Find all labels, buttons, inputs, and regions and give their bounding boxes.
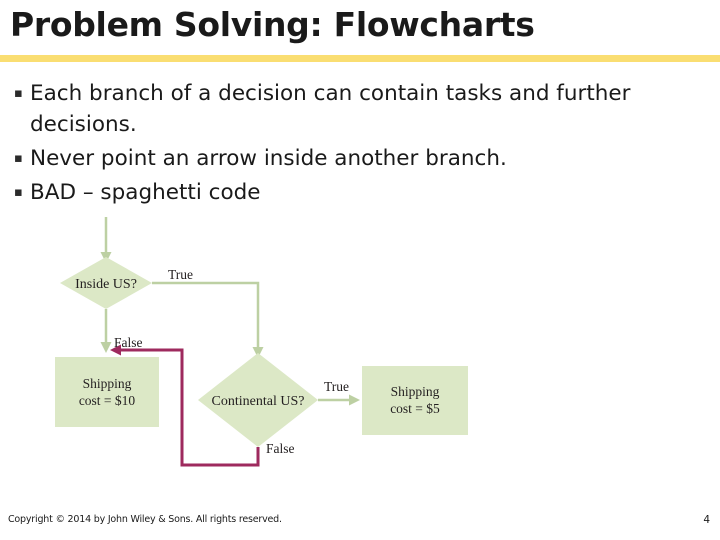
node-process-shipping-cost-10-line2: cost = $10 xyxy=(79,393,136,408)
node-process-shipping-cost-5: Shipping cost = $5 xyxy=(362,366,468,435)
edge-label-continental-us-false: False xyxy=(266,441,295,456)
bullet-list: ▪ Each branch of a decision can contain … xyxy=(8,78,708,211)
connector-inside-us-false xyxy=(100,309,112,353)
node-decision-continental-us-label: Continental US? xyxy=(212,394,305,409)
connector-entry-arrow xyxy=(100,217,112,263)
footer-copyright: Copyright © 2014 by John Wiley & Sons. A… xyxy=(8,514,282,525)
bullet-text: Never point an arrow inside another bran… xyxy=(30,146,507,171)
bullet-text: Each branch of a decision can contain ta… xyxy=(30,81,631,137)
node-decision-inside-us-label: Inside US? xyxy=(75,277,137,292)
node-decision-inside-us: Inside US? xyxy=(60,257,152,309)
list-item: ▪ Each branch of a decision can contain … xyxy=(8,78,708,140)
bullet-square-icon: ▪ xyxy=(14,185,23,200)
connector-continental-us-false-spaghetti xyxy=(110,344,260,467)
connector-continental-us-true xyxy=(318,394,360,406)
flowchart-diagram: Inside US? Continental US? Shipping cost… xyxy=(0,205,520,490)
title-divider-rule xyxy=(0,55,720,62)
node-process-shipping-cost-10-line1: Shipping xyxy=(83,376,132,391)
node-decision-continental-us: Continental US? xyxy=(198,353,318,447)
node-process-shipping-cost-10: Shipping cost = $10 xyxy=(55,357,159,427)
list-item: ▪ BAD – spaghetti code xyxy=(8,177,708,208)
bullet-square-icon: ▪ xyxy=(14,86,23,101)
edge-label-inside-us-true: True xyxy=(168,267,193,282)
node-process-shipping-cost-5-line2: cost = $5 xyxy=(390,401,440,416)
edge-label-continental-us-true: True xyxy=(324,379,349,394)
footer-page-number: 4 xyxy=(703,514,710,526)
node-process-shipping-cost-5-line1: Shipping xyxy=(391,384,440,399)
page-title: Problem Solving: Flowcharts xyxy=(10,5,535,44)
bullet-text: BAD – spaghetti code xyxy=(30,180,261,205)
connector-inside-us-true xyxy=(152,281,264,358)
edge-label-inside-us-false: False xyxy=(114,335,143,350)
bullet-square-icon: ▪ xyxy=(14,151,23,166)
list-item: ▪ Never point an arrow inside another br… xyxy=(8,143,708,174)
